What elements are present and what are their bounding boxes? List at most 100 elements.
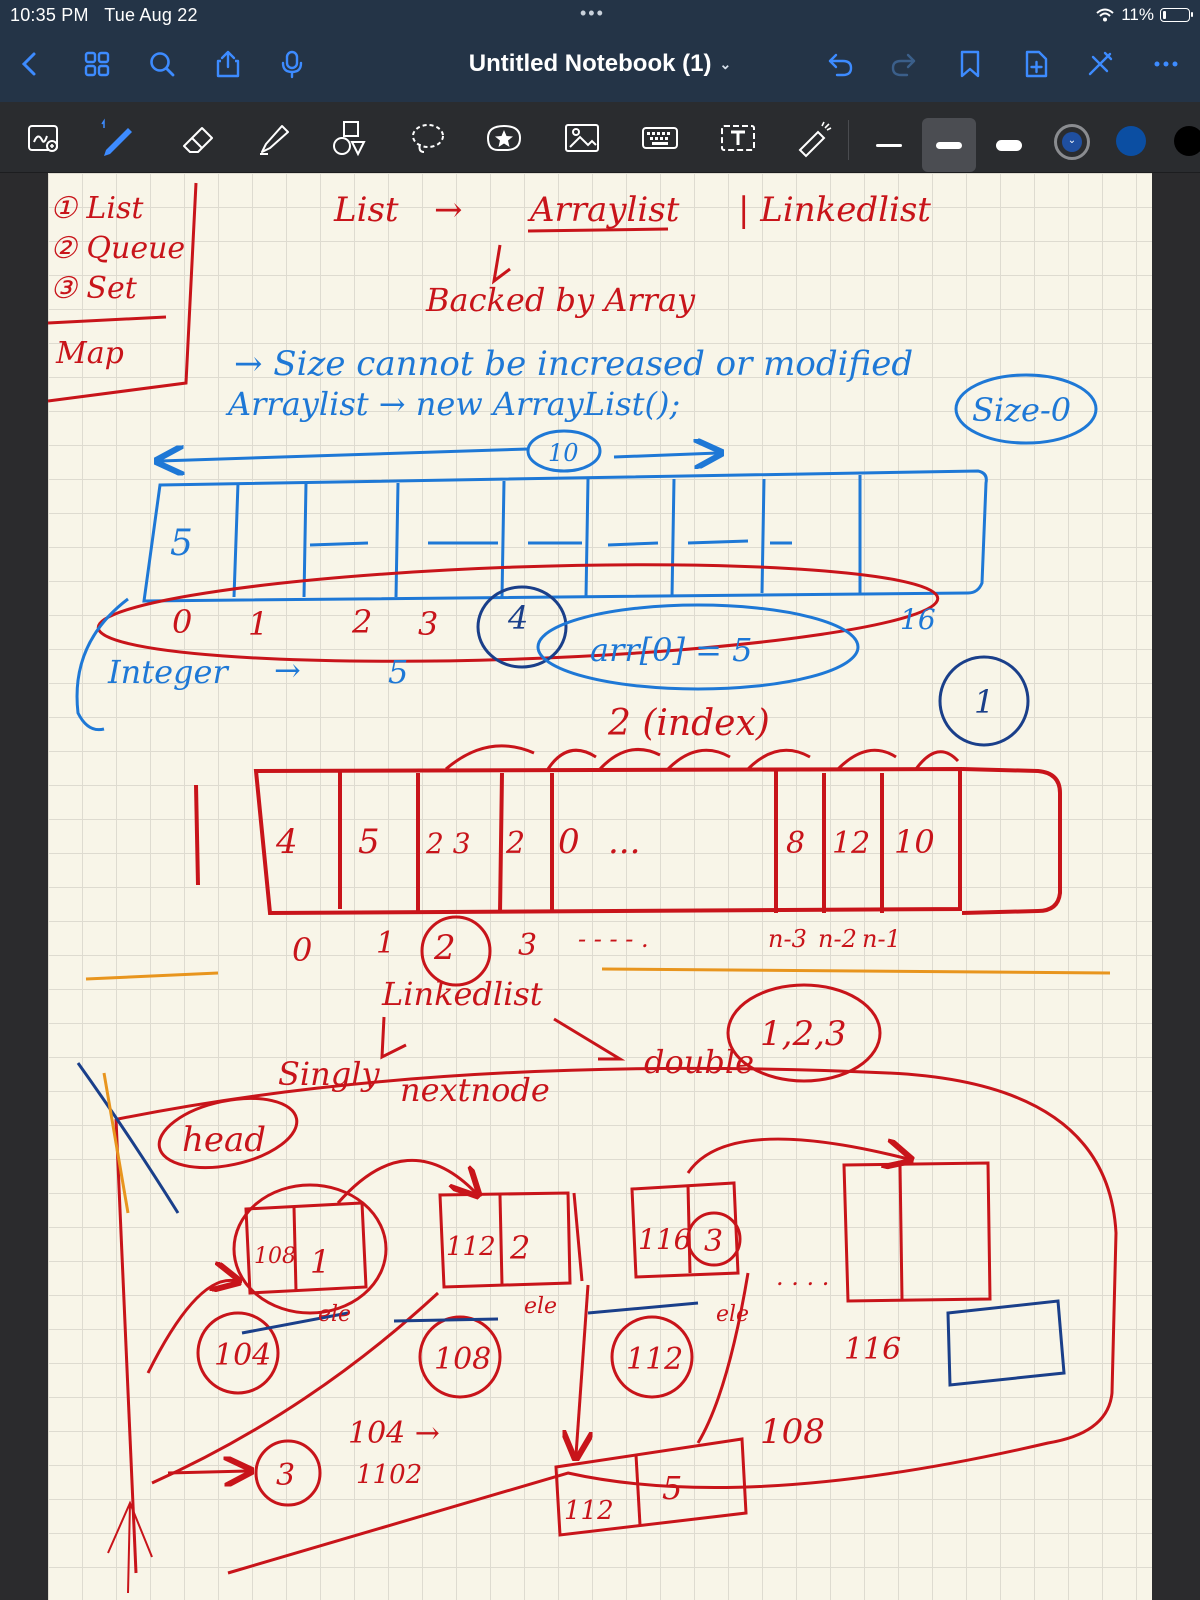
color-swatch-black[interactable] xyxy=(1172,124,1200,160)
note-size-cannot: → Size cannot be increased or modified xyxy=(234,344,913,384)
note-arraylist: Arraylist xyxy=(527,190,680,230)
note-ele-1: ele xyxy=(318,1302,351,1327)
note-integer: Integer xyxy=(107,653,229,691)
menu-map: Map xyxy=(55,336,124,371)
svg-text:3: 3 xyxy=(418,605,438,643)
node-links xyxy=(146,1137,908,1485)
zoom-window-icon[interactable] xyxy=(18,112,70,164)
lasso-icon[interactable] xyxy=(402,112,454,164)
tail-node-divider xyxy=(898,1164,904,1300)
note-integer-arrow: → xyxy=(274,651,301,689)
svg-text:2: 2 xyxy=(505,826,525,861)
outer-loop xyxy=(117,1066,1118,1575)
divider-left xyxy=(85,971,219,981)
eraser-icon[interactable] xyxy=(172,112,224,164)
down-arrow xyxy=(491,244,511,285)
color-swatch-blue[interactable] xyxy=(1114,124,1150,160)
microphone-icon[interactable] xyxy=(270,42,314,86)
color-swatch-selected[interactable]: ⌄ xyxy=(1054,124,1090,160)
node2-addr: 112 xyxy=(446,1232,496,1262)
shapes-icon[interactable] xyxy=(324,112,376,164)
text-box-icon[interactable] xyxy=(712,112,764,164)
highlighter-icon[interactable] xyxy=(248,112,300,164)
note-three: 3 xyxy=(276,1458,295,1493)
image-icon[interactable] xyxy=(556,112,608,164)
note-ele-2: ele xyxy=(524,1294,557,1319)
svg-text:2: 2 xyxy=(351,603,372,641)
node-3 xyxy=(630,1181,742,1279)
note-five: 5 xyxy=(388,653,408,691)
svg-text:4: 4 xyxy=(507,599,528,637)
red-array-indexes: 0 1 2 3 - - - - . n-3 n-2 n-1 xyxy=(292,925,901,969)
svg-text:n-1: n-1 xyxy=(862,925,901,953)
keyboard-icon[interactable] xyxy=(634,112,686,164)
note-linkedlist: | Linkedlist xyxy=(738,190,931,230)
back-chevron-icon[interactable] xyxy=(8,42,52,86)
bookmark-icon[interactable] xyxy=(948,42,992,86)
wifi-icon xyxy=(1096,8,1114,22)
arr-ellipse xyxy=(536,603,860,691)
close-pen-icon[interactable] xyxy=(1078,42,1122,86)
svg-text:0: 0 xyxy=(172,603,192,641)
menu-list: ① List xyxy=(50,191,144,226)
elements-icon[interactable] xyxy=(478,112,530,164)
notebook-title[interactable]: Untitled Notebook (1)⌄ xyxy=(468,50,732,77)
stroke-medium[interactable] xyxy=(922,118,976,172)
collections-menu-box: ① List ② Queue ③ Set Map xyxy=(48,182,198,403)
undo-icon[interactable] xyxy=(818,42,862,86)
nav-bar: Untitled Notebook (1)⌄ xyxy=(0,30,1200,102)
handwriting-canvas: ① List ② Queue ③ Set Map List → Arraylis… xyxy=(48,182,1118,1594)
stroke-thick[interactable] xyxy=(982,118,1036,172)
note-arraylist-new: Arraylist → new ArrayList(); xyxy=(225,385,680,423)
note-linkedlist-heading: Linkedlist xyxy=(381,975,543,1013)
scribble-bottom-left xyxy=(107,1500,153,1594)
node-1 xyxy=(232,1183,388,1315)
note-index: 2 (index) xyxy=(607,703,770,744)
redo-icon[interactable] xyxy=(882,42,926,86)
note-104-arrow: 104 → xyxy=(348,1416,440,1451)
more-dots-icon[interactable]: ••• xyxy=(580,3,605,23)
note-ten: 10 xyxy=(548,439,579,467)
svg-text:0: 0 xyxy=(558,822,580,862)
node3-val: 3 xyxy=(704,1224,723,1259)
to-three-arrow xyxy=(167,1471,248,1473)
note-108: 108 xyxy=(760,1412,825,1452)
note-size0: Size-0 xyxy=(972,391,1071,429)
node3-addr-circle xyxy=(610,1315,694,1399)
title-chevron-down-icon[interactable]: ⌄ xyxy=(719,56,732,73)
stroke-thin[interactable] xyxy=(862,118,916,172)
node-2 xyxy=(438,1191,584,1289)
grid-icon[interactable] xyxy=(75,42,119,86)
size0-ellipse xyxy=(954,373,1098,445)
svg-text:2 3: 2 3 xyxy=(425,827,471,860)
back-links xyxy=(241,1301,699,1335)
laser-pointer-icon[interactable] xyxy=(788,112,840,164)
bottom-node xyxy=(554,1437,748,1537)
battery-percent: 11% xyxy=(1121,5,1154,24)
menu-queue: ② Queue xyxy=(50,231,185,266)
node1-addr-circle xyxy=(196,1311,280,1395)
search-icon[interactable] xyxy=(140,42,184,86)
head-ellipse xyxy=(157,1096,299,1170)
svg-text:...: ... xyxy=(608,822,640,862)
note-list: List xyxy=(333,190,399,230)
battery-icon xyxy=(1160,8,1193,22)
one-circle xyxy=(938,655,1030,747)
more-icon[interactable] xyxy=(1144,42,1188,86)
swatch-chevron-down-icon: ⌄ xyxy=(1067,135,1077,146)
node1-self-addr: 104 xyxy=(214,1338,271,1373)
svg-text:2: 2 xyxy=(433,928,456,968)
notebook-page[interactable]: ① List ② Queue ③ Set Map List → Arraylis… xyxy=(48,173,1152,1600)
svg-text:8: 8 xyxy=(786,826,805,861)
share-icon[interactable] xyxy=(206,42,250,86)
pen-tool-icon[interactable] xyxy=(92,112,144,164)
status-bar: 10:35 PM Tue Aug 22 ••• 11% xyxy=(0,0,1200,30)
ll-right-arrow xyxy=(553,1017,626,1061)
note-set123: 1,2,3 xyxy=(760,1014,847,1054)
status-time: 10:35 PM Tue Aug 22 xyxy=(10,5,198,25)
left-arrow xyxy=(160,449,529,461)
add-page-icon[interactable] xyxy=(1014,42,1058,86)
note-ele-3: ele xyxy=(716,1302,749,1327)
blue-node-box xyxy=(946,1299,1066,1387)
set123-ellipse xyxy=(726,983,882,1083)
